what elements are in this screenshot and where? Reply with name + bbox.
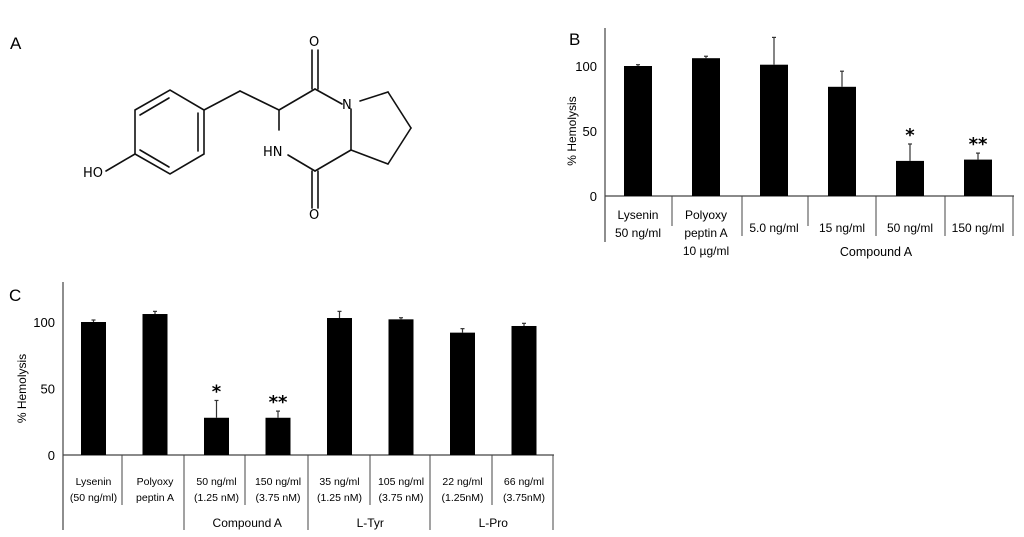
category-label: Lysenin: [76, 476, 112, 488]
category-label: 22 ng/ml: [442, 476, 482, 488]
category-label: (1.25 nM): [194, 492, 239, 504]
bar: [204, 417, 229, 455]
bar: [760, 64, 788, 196]
category-label: 10 µg/ml: [683, 244, 729, 258]
bar: [327, 318, 352, 455]
y-tick-label: 50: [41, 382, 55, 397]
category-label: 35 ng/ml: [319, 476, 359, 488]
category-label: 50 ng/ml: [196, 476, 236, 488]
atom-nh: HN: [263, 145, 283, 160]
category-label: 5.0 ng/ml: [749, 221, 798, 235]
significance-marker: **: [969, 134, 988, 155]
bar: [388, 319, 414, 455]
atom-nitrogen: N: [342, 98, 352, 113]
category-label: 150 ng/ml: [952, 221, 1005, 235]
y-axis-label: % Hemolysis: [565, 96, 579, 165]
atom-oxygen-top: O: [309, 35, 320, 50]
bar: [450, 332, 475, 455]
bar: [511, 325, 537, 455]
panel-a-label: A: [10, 34, 22, 53]
category-label: (3.75 nM): [256, 492, 301, 504]
bar: [265, 417, 291, 455]
significance-marker: **: [269, 392, 288, 413]
category-label: 50 ng/ml: [615, 226, 661, 240]
group-label: L-Pro: [479, 516, 509, 530]
group-label: Compound A: [840, 245, 913, 259]
category-label: peptin A: [684, 226, 727, 240]
category-label: 50 ng/ml: [887, 221, 933, 235]
y-axis-label: % Hemolysis: [15, 354, 29, 423]
bar: [828, 86, 856, 196]
significance-marker: *: [905, 125, 915, 146]
y-tick-label: 50: [583, 124, 597, 139]
category-label: 105 ng/ml: [378, 476, 424, 488]
atom-hydroxyl: HO: [83, 166, 104, 181]
y-tick-label: 100: [575, 59, 597, 74]
atom-oxygen-bottom: O: [309, 208, 320, 223]
group-label: Compound A: [213, 516, 282, 530]
panel-b-label: B: [569, 30, 581, 49]
category-label: (3.75nM): [503, 492, 545, 504]
category-label: 150 ng/ml: [255, 476, 301, 488]
bar: [896, 160, 924, 196]
bar: [142, 314, 168, 455]
category-label: Lysenin: [618, 208, 659, 222]
significance-marker: *: [212, 381, 222, 402]
bar: [692, 58, 720, 197]
category-label: (1.25 nM): [317, 492, 362, 504]
y-tick-label: 0: [48, 448, 55, 463]
category-label: 66 ng/ml: [504, 476, 544, 488]
y-tick-label: 0: [590, 189, 597, 204]
category-label: (3.75 nM): [379, 492, 424, 504]
panel-c-label: C: [9, 286, 22, 305]
category-label: (50 ng/ml): [70, 492, 117, 504]
category-label: Polyoxy: [137, 476, 175, 488]
category-label: (1.25nM): [441, 492, 483, 504]
bar: [624, 66, 652, 196]
category-label: 15 ng/ml: [819, 221, 865, 235]
y-tick-label: 100: [33, 315, 55, 330]
category-label: Polyoxy: [685, 208, 727, 222]
bar: [964, 159, 992, 196]
category-label: peptin A: [136, 492, 174, 504]
bar: [81, 322, 106, 455]
group-label: L-Tyr: [357, 516, 384, 530]
